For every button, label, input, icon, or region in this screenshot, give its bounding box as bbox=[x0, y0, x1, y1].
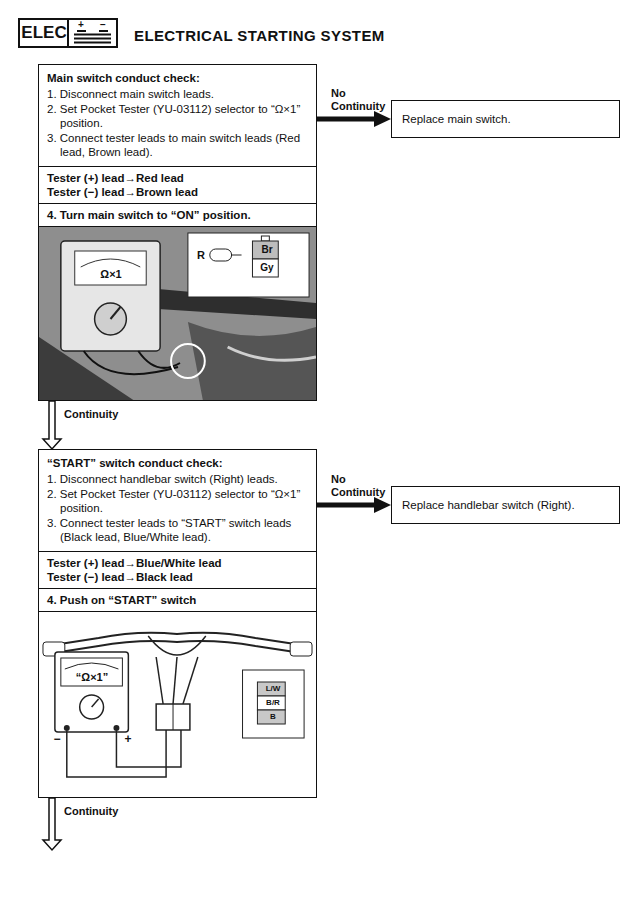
action-text: Replace main switch. bbox=[402, 112, 609, 126]
step-text: 1. Disconnect handlebar switch (Right) l… bbox=[47, 472, 308, 486]
lead-text: Tester (−) lead→Brown lead bbox=[47, 185, 308, 199]
arrow-shaft bbox=[317, 503, 377, 508]
terminal-mark: + bbox=[76, 19, 86, 30]
terminal-mark: + bbox=[122, 733, 134, 746]
page-title: ELECTRICAL STARTING SYSTEM bbox=[134, 27, 385, 44]
meter-range: Ω×1 bbox=[87, 267, 135, 281]
terminal-mark: − bbox=[51, 733, 63, 746]
switch-photo bbox=[39, 227, 316, 400]
flow-label: Continuity bbox=[64, 805, 118, 818]
flow-arrow bbox=[317, 111, 391, 127]
arrow-shaft bbox=[317, 117, 377, 122]
lead-text: 4. Turn main switch to “ON” position. bbox=[47, 208, 308, 222]
hollow-arrow bbox=[43, 798, 61, 850]
step-text: 3. Connect tester leads to “START” switc… bbox=[47, 516, 308, 544]
step-band: 4. Turn main switch to “ON” position. bbox=[39, 203, 316, 226]
flow-arrow bbox=[43, 401, 61, 449]
wire-color: L/W bbox=[259, 682, 287, 696]
check-heading: “START” switch conduct check: bbox=[47, 456, 308, 470]
edge-label: No Continuity bbox=[331, 87, 393, 113]
step-text: 3. Connect tester leads to main switch l… bbox=[47, 131, 308, 159]
action-box: Replace main switch. bbox=[391, 100, 620, 138]
lead-text: Tester (+) lead→Red lead bbox=[47, 171, 308, 185]
wire-color: Gy bbox=[254, 259, 280, 277]
lead-text: Tester (−) lead→Black lead bbox=[47, 570, 308, 584]
lead-text: 4. Push on “START” switch bbox=[47, 593, 308, 607]
edge-label: Continuity bbox=[64, 408, 118, 421]
check-box: “START” switch conduct check: 1. Disconne… bbox=[38, 449, 317, 798]
wire-color: B bbox=[259, 710, 287, 724]
arrow-head bbox=[374, 111, 391, 127]
flow-arrow bbox=[317, 497, 391, 513]
meter-range: “Ω×1” bbox=[61, 670, 123, 684]
step-text: 2. Set Pocket Tester (YU-03112) selector… bbox=[47, 102, 308, 130]
terminal-mark: − bbox=[98, 19, 108, 30]
action-box: Replace handlebar switch (Right). bbox=[391, 486, 620, 524]
lead-band: Tester (+) lead→Red leadTester (−) lead→… bbox=[39, 166, 316, 203]
lead-band: Tester (+) lead→Blue/White leadTester (−… bbox=[39, 551, 316, 588]
wire-color: Br bbox=[254, 241, 280, 259]
arrow-head bbox=[374, 497, 391, 513]
check-box: Main switch conduct check: 1. Disconnect … bbox=[38, 64, 317, 401]
step-text: 2. Set Pocket Tester (YU-03112) selector… bbox=[47, 487, 308, 515]
section-label: ELEC bbox=[20, 20, 68, 46]
lead-text: Tester (+) lead→Blue/White lead bbox=[47, 556, 308, 570]
step-band: 4. Push on “START” switch bbox=[39, 588, 316, 611]
action-text: Replace handlebar switch (Right). bbox=[402, 498, 609, 512]
step-text: 1. Disconnect main switch leads. bbox=[47, 87, 308, 101]
wire-color: R bbox=[195, 248, 207, 262]
edge-label: No Continuity bbox=[331, 473, 393, 499]
hollow-arrow bbox=[43, 401, 61, 449]
illustration-space bbox=[39, 226, 316, 400]
check-heading: Main switch conduct check: bbox=[47, 71, 308, 85]
wire-color: B/R bbox=[259, 696, 287, 710]
